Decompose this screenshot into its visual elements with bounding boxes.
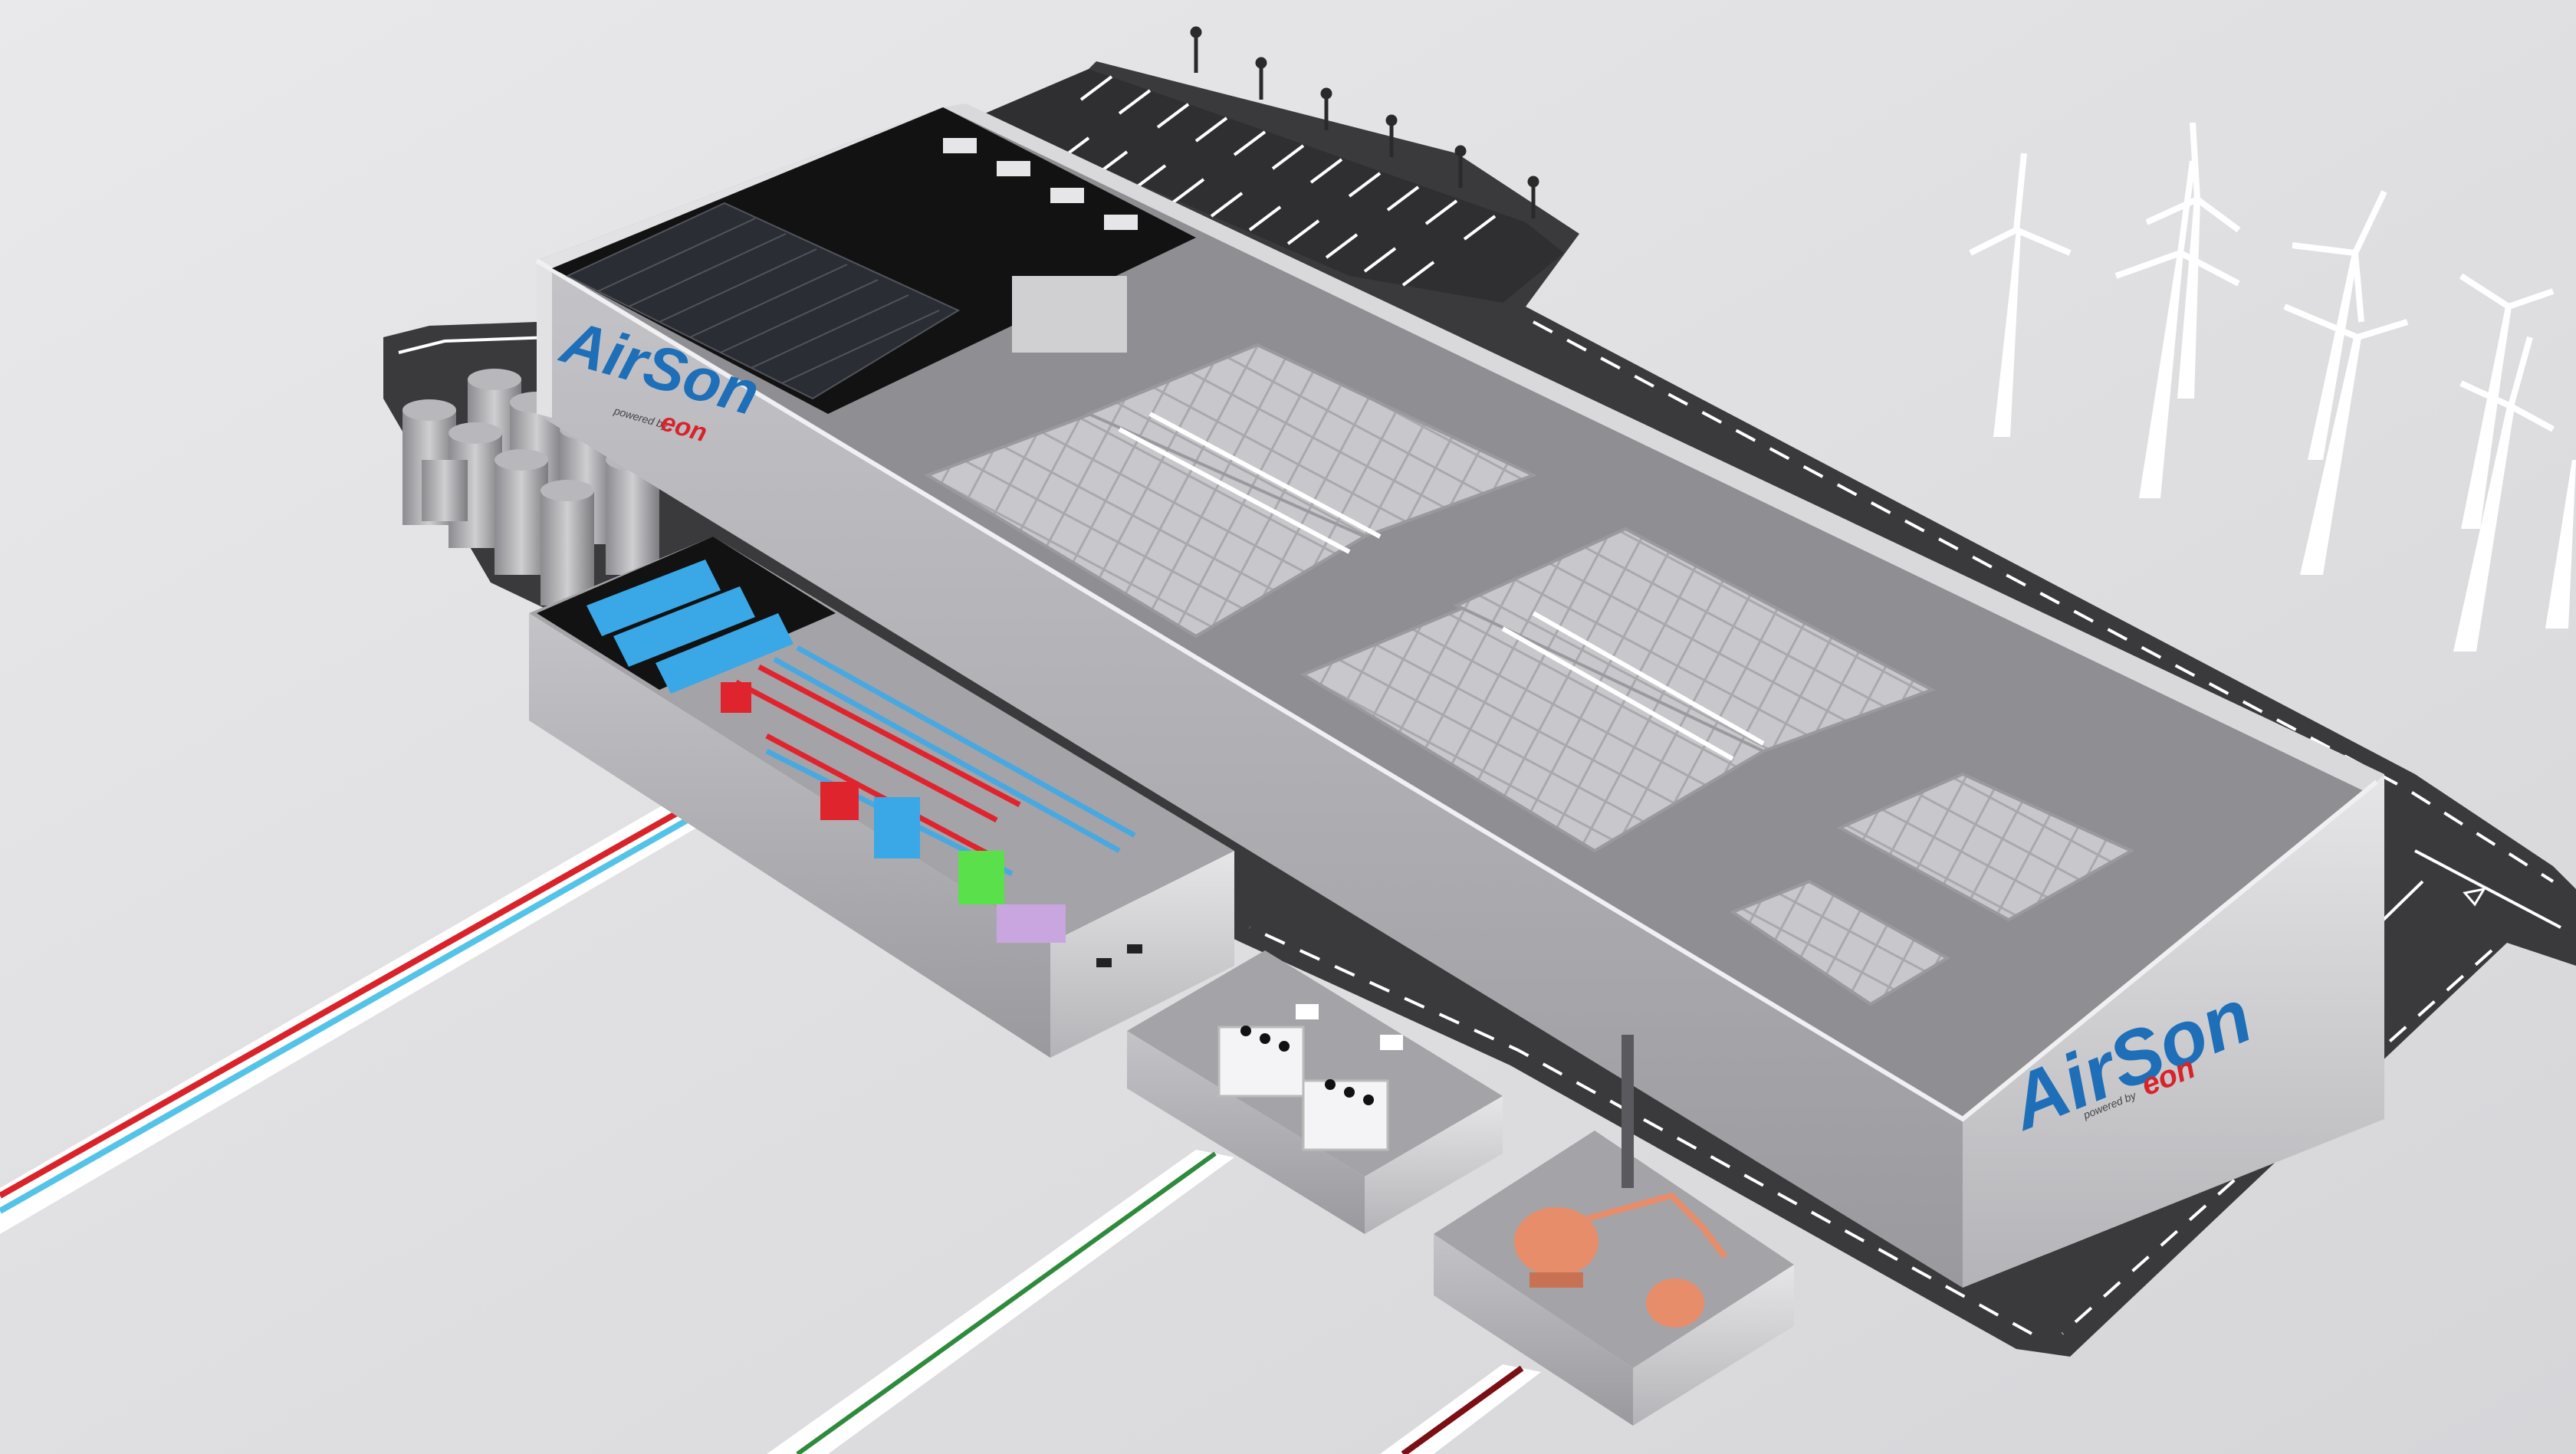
cable-red-left	[0, 794, 707, 1199]
silo-icon	[495, 449, 548, 575]
silo-icon	[540, 480, 594, 606]
transformer-annex	[1127, 950, 1503, 1234]
wind-turbine-icon	[1969, 153, 2072, 437]
chimney-stack	[1622, 1035, 1634, 1188]
pump-red	[721, 682, 751, 713]
silo-icon	[422, 460, 468, 521]
street-lamp-icon	[1255, 57, 1267, 100]
data-halls	[924, 343, 2135, 1006]
chiller-unit-2	[613, 586, 755, 667]
wind-turbine-icon	[2459, 273, 2555, 529]
utility-annex	[529, 537, 1234, 1058]
annex-right-wall	[1050, 851, 1234, 1058]
transformer-icon	[1217, 1004, 1319, 1098]
boiler-icon	[1514, 1207, 1598, 1288]
front-wall	[537, 261, 1963, 1288]
annex-vent	[1127, 944, 1142, 953]
annex-front-wall	[529, 613, 1050, 1058]
street-lamp-icon	[1190, 26, 1202, 73]
equipment-purple	[997, 904, 1066, 943]
wind-turbine-icon	[2145, 122, 2241, 399]
solar-roof	[552, 107, 1196, 414]
street-lamp-icon	[1385, 114, 1398, 157]
transformer-floor	[1127, 950, 1503, 1177]
street-lamp-icon	[1320, 87, 1332, 130]
right-wall	[1963, 774, 2384, 1288]
annex-vent	[1096, 958, 1112, 967]
wall-top-edge	[535, 258, 2378, 1122]
chiller-unit-3	[656, 613, 794, 694]
rooftop-unit	[997, 161, 1030, 176]
equipment-green	[958, 851, 1004, 904]
wind-turbine-icon	[2545, 460, 2576, 629]
pump-red	[820, 782, 859, 820]
cable-darkred-right	[1401, 1365, 1524, 1454]
boiler-icon	[1646, 1278, 1704, 1328]
chiller-unit-1	[586, 560, 721, 636]
wind-turbine-icon	[2283, 304, 2409, 575]
rooftop-unit	[1104, 215, 1138, 230]
boiler-right-wall	[1633, 1265, 1794, 1426]
annex-hall-2	[1729, 879, 1950, 1006]
boiler-pipes	[1585, 1192, 1728, 1259]
annex-hall-1	[1836, 772, 2135, 922]
data-hall-2	[1084, 343, 1538, 539]
solar-panel-icon	[565, 202, 961, 400]
parking-stalls	[1056, 75, 1497, 287]
heat-exchanger-blue	[874, 797, 920, 858]
wind-turbine-icon	[2453, 336, 2555, 652]
road-arrow-icon	[2463, 887, 2487, 907]
wind-farm	[1969, 122, 2576, 652]
transformer-right-wall	[1365, 1096, 1503, 1234]
street-lamps	[1190, 26, 1539, 218]
transformer-icon	[1302, 1035, 1403, 1151]
support-equipment	[1012, 276, 1127, 353]
boiler-front-wall	[1434, 1234, 1633, 1426]
data-hall-4	[1453, 527, 1936, 753]
cable-corridor-left	[0, 789, 736, 1234]
cable-cyan-left	[0, 800, 718, 1214]
back-wall	[943, 103, 2384, 797]
rooftop-unit	[1050, 188, 1084, 203]
street-lamp-icon	[1527, 176, 1539, 218]
boiler-annex	[1434, 1035, 1794, 1426]
transformer-front-wall	[1127, 1031, 1365, 1234]
wind-turbine-icon	[2292, 190, 2387, 460]
utility-cables	[0, 789, 1541, 1454]
rooftop-unit	[943, 138, 977, 153]
cable-green-middle	[796, 1151, 1217, 1454]
street-lamp-icon	[1454, 145, 1467, 188]
parking-lot	[981, 69, 1564, 303]
boiler-floor	[1434, 1131, 1794, 1368]
